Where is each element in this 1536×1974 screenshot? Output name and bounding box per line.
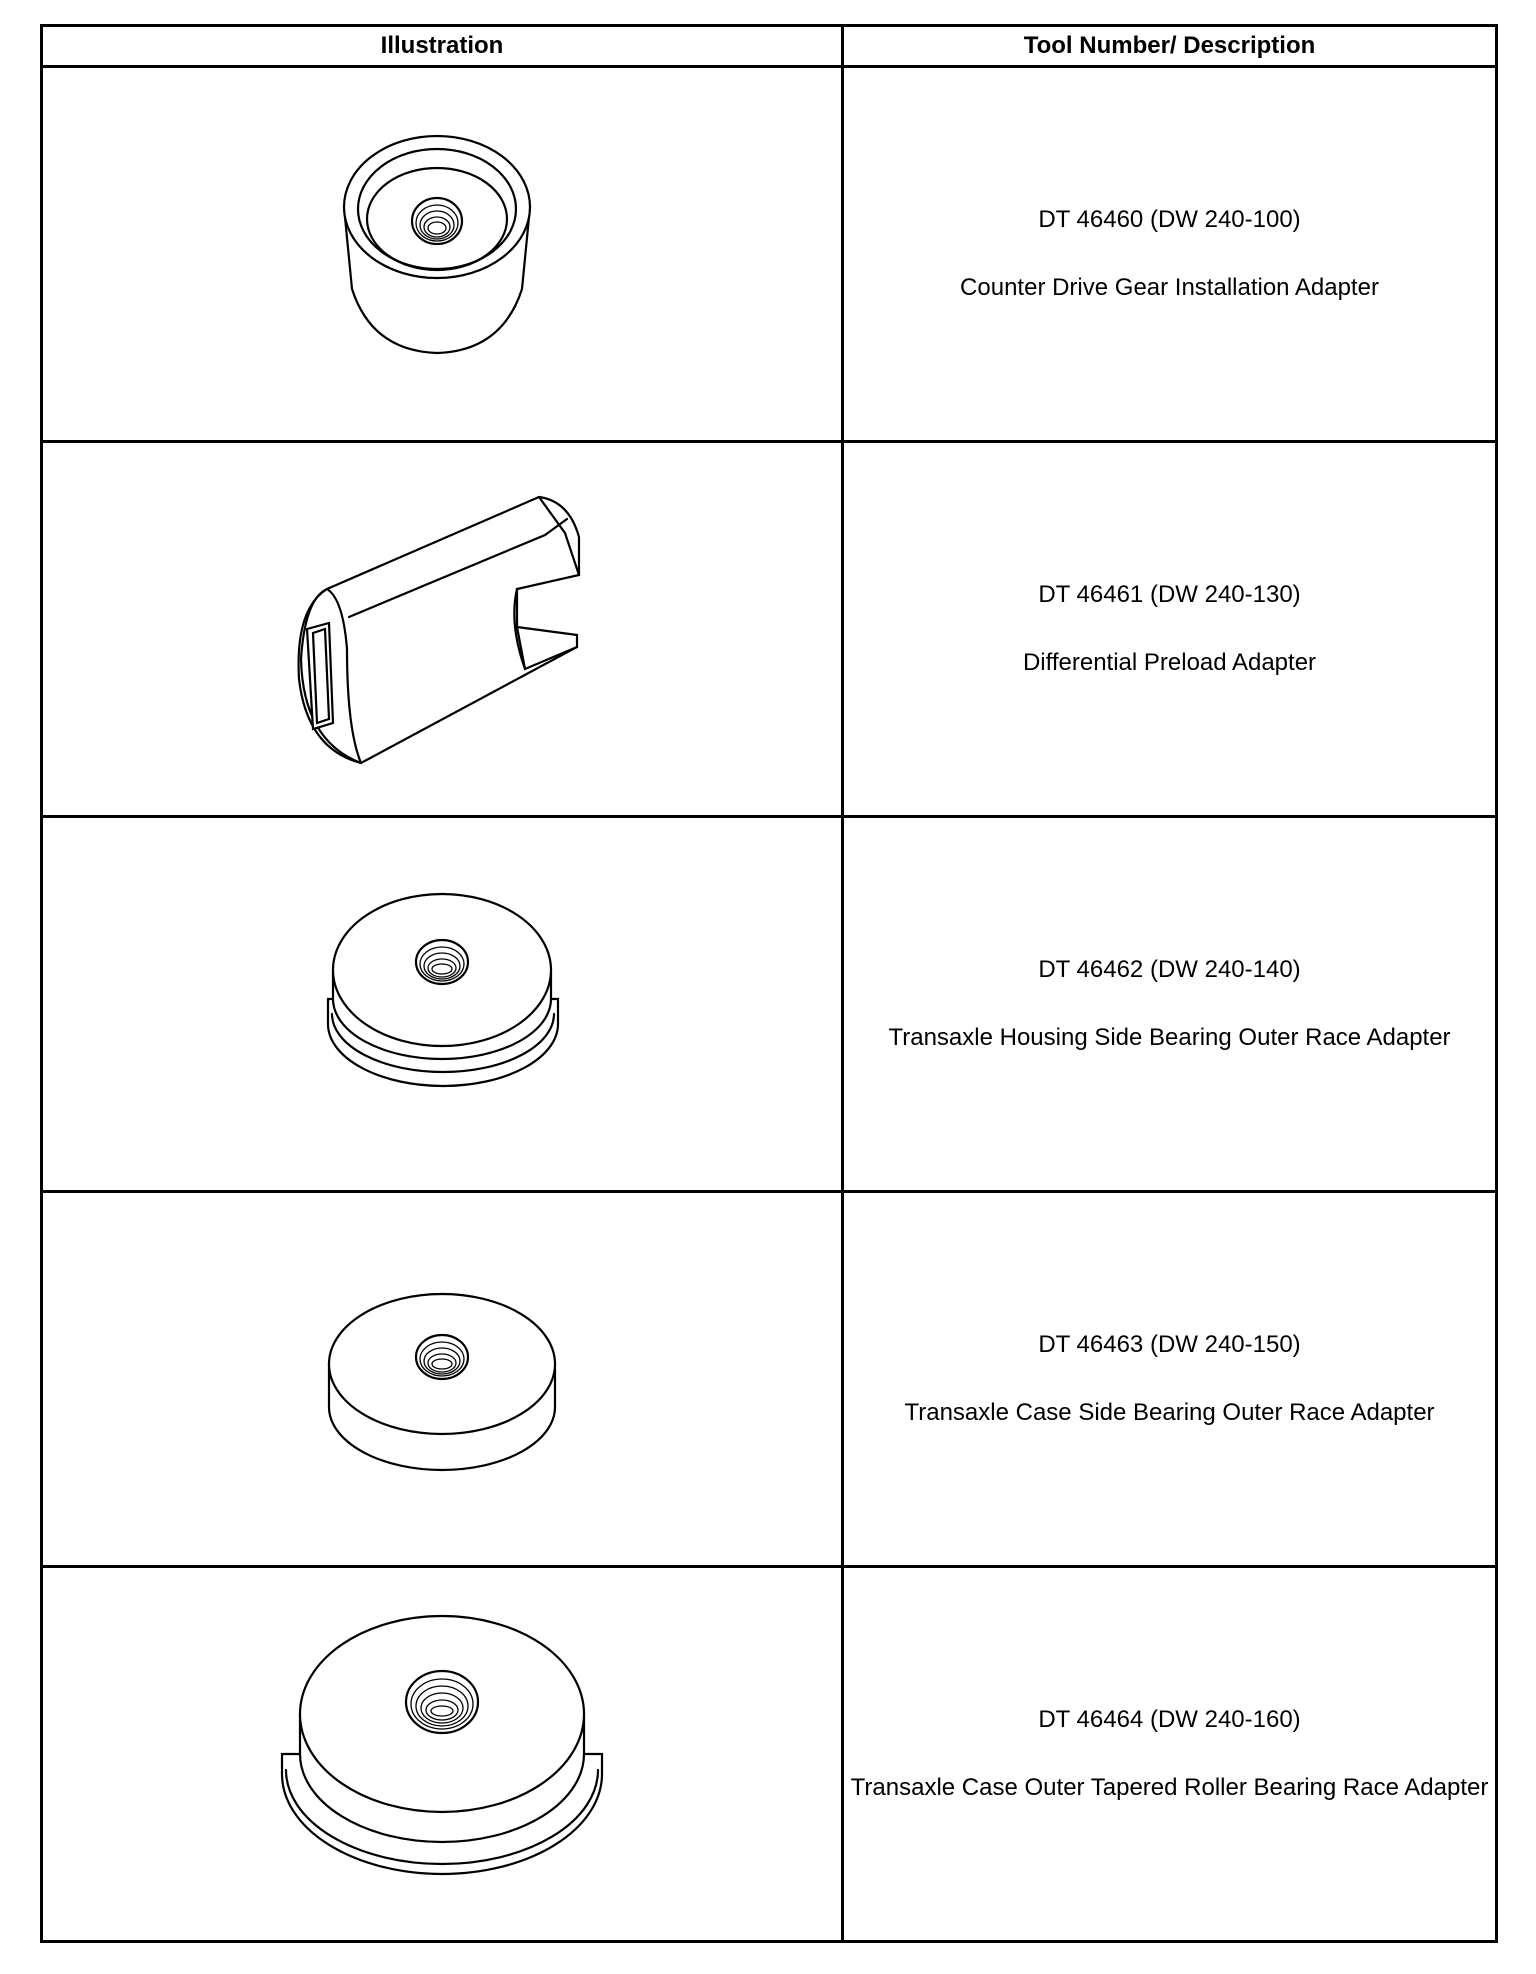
header-description: Tool Number/ Description — [841, 24, 1498, 68]
tool-description: Transaxle Case Outer Tapered Roller Bear… — [850, 1774, 1489, 1801]
header-illustration: Illustration — [40, 24, 844, 68]
tool-number: DT 46463 (DW 240-150) — [1038, 1331, 1301, 1358]
table-row: DT 46462 (DW 240-140) Transaxle Housing … — [40, 815, 1498, 1193]
table-row: DT 46463 (DW 240-150) Transaxle Case Sid… — [40, 1190, 1498, 1568]
counter-drive-gear-adapter-icon — [342, 134, 532, 355]
housing-race-adapter-icon — [326, 892, 560, 1088]
header-row: Illustration Tool Number/ Description — [40, 24, 1498, 68]
description-cell: DT 46462 (DW 240-140) Transaxle Housing … — [841, 815, 1498, 1193]
tool-table: Illustration Tool Number/ Description — [40, 24, 1498, 1943]
tool-description: Counter Drive Gear Installation Adapter — [960, 274, 1379, 301]
tool-description: Transaxle Housing Side Bearing Outer Rac… — [888, 1024, 1451, 1051]
description-cell: DT 46461 (DW 240-130) Differential Prelo… — [841, 440, 1498, 818]
table-row: DT 46460 (DW 240-100) Counter Drive Gear… — [40, 65, 1498, 443]
tool-number: DT 46460 (DW 240-100) — [1038, 206, 1301, 233]
tool-number: DT 46461 (DW 240-130) — [1038, 581, 1301, 608]
differential-preload-adapter-icon — [297, 495, 581, 765]
table-row: DT 46461 (DW 240-130) Differential Prelo… — [40, 440, 1498, 818]
tool-description: Differential Preload Adapter — [1022, 649, 1317, 676]
illustration-cell — [40, 815, 844, 1193]
description-cell: DT 46464 (DW 240-160) Transaxle Case Out… — [841, 1565, 1498, 1943]
illustration-cell — [40, 440, 844, 818]
tapered-bearing-race-adapter-icon — [280, 1614, 604, 1876]
illustration-cell — [40, 1190, 844, 1568]
tool-number: DT 46464 (DW 240-160) — [1038, 1706, 1301, 1733]
description-cell: DT 46460 (DW 240-100) Counter Drive Gear… — [841, 65, 1498, 443]
illustration-cell — [40, 1565, 844, 1943]
case-race-adapter-icon — [327, 1292, 557, 1472]
illustration-cell — [40, 65, 844, 443]
table-row: DT 46464 (DW 240-160) Transaxle Case Out… — [40, 1565, 1498, 1943]
tool-number: DT 46462 (DW 240-140) — [1038, 956, 1301, 983]
description-cell: DT 46463 (DW 240-150) Transaxle Case Sid… — [841, 1190, 1498, 1568]
tool-description: Transaxle Case Side Bearing Outer Race A… — [904, 1399, 1435, 1426]
